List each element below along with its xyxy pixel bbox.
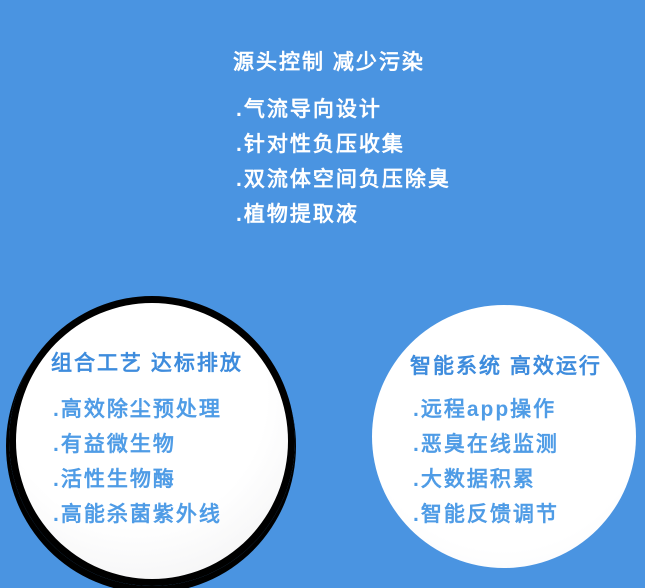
combined-process-title: 组合工艺 达标排放: [51, 352, 243, 375]
smart-system-list: .远程app操作 .恶臭在线监测 .大数据积累 .智能反馈调节: [410, 398, 602, 538]
list-item: .智能反馈调节: [413, 503, 559, 526]
list-item: .大数据积累: [413, 468, 536, 491]
smart-system-content: 智能系统 高效运行 .远程app操作 .恶臭在线监测 .大数据积累 .智能反馈调…: [410, 355, 602, 538]
source-control-list: .气流导向设计 .针对性负压收集 .双流体空间负压除臭 .植物提取液: [233, 98, 451, 238]
list-item: .恶臭在线监测: [413, 433, 559, 456]
combined-process-circle: 组合工艺 达标排放 .高效除尘预处理 .有益微生物 .活性生物酶 .高能杀菌紫外…: [9, 296, 295, 586]
list-item: .远程app操作: [413, 398, 557, 421]
list-item: .活性生物酶: [53, 468, 176, 491]
list-item: .有益微生物: [53, 433, 176, 456]
list-item: .高能杀菌紫外线: [53, 503, 222, 526]
combined-process-list: .高效除尘预处理 .有益微生物 .活性生物酶 .高能杀菌紫外线: [51, 398, 243, 538]
source-control-section: 源头控制 减少污染 .气流导向设计 .针对性负压收集 .双流体空间负压除臭 .植…: [233, 51, 451, 238]
smart-system-title: 智能系统 高效运行: [410, 355, 602, 378]
source-control-title: 源头控制 减少污染: [233, 51, 425, 74]
list-item: .气流导向设计: [236, 98, 382, 121]
combined-process-content: 组合工艺 达标排放 .高效除尘预处理 .有益微生物 .活性生物酶 .高能杀菌紫外…: [51, 352, 243, 538]
list-item: .植物提取液: [236, 203, 359, 226]
list-item: .高效除尘预处理: [53, 398, 222, 421]
list-item: .针对性负压收集: [236, 133, 405, 156]
list-item: .双流体空间负压除臭: [236, 168, 451, 191]
smart-system-circle: 智能系统 高效运行 .远程app操作 .恶臭在线监测 .大数据积累 .智能反馈调…: [372, 305, 636, 568]
